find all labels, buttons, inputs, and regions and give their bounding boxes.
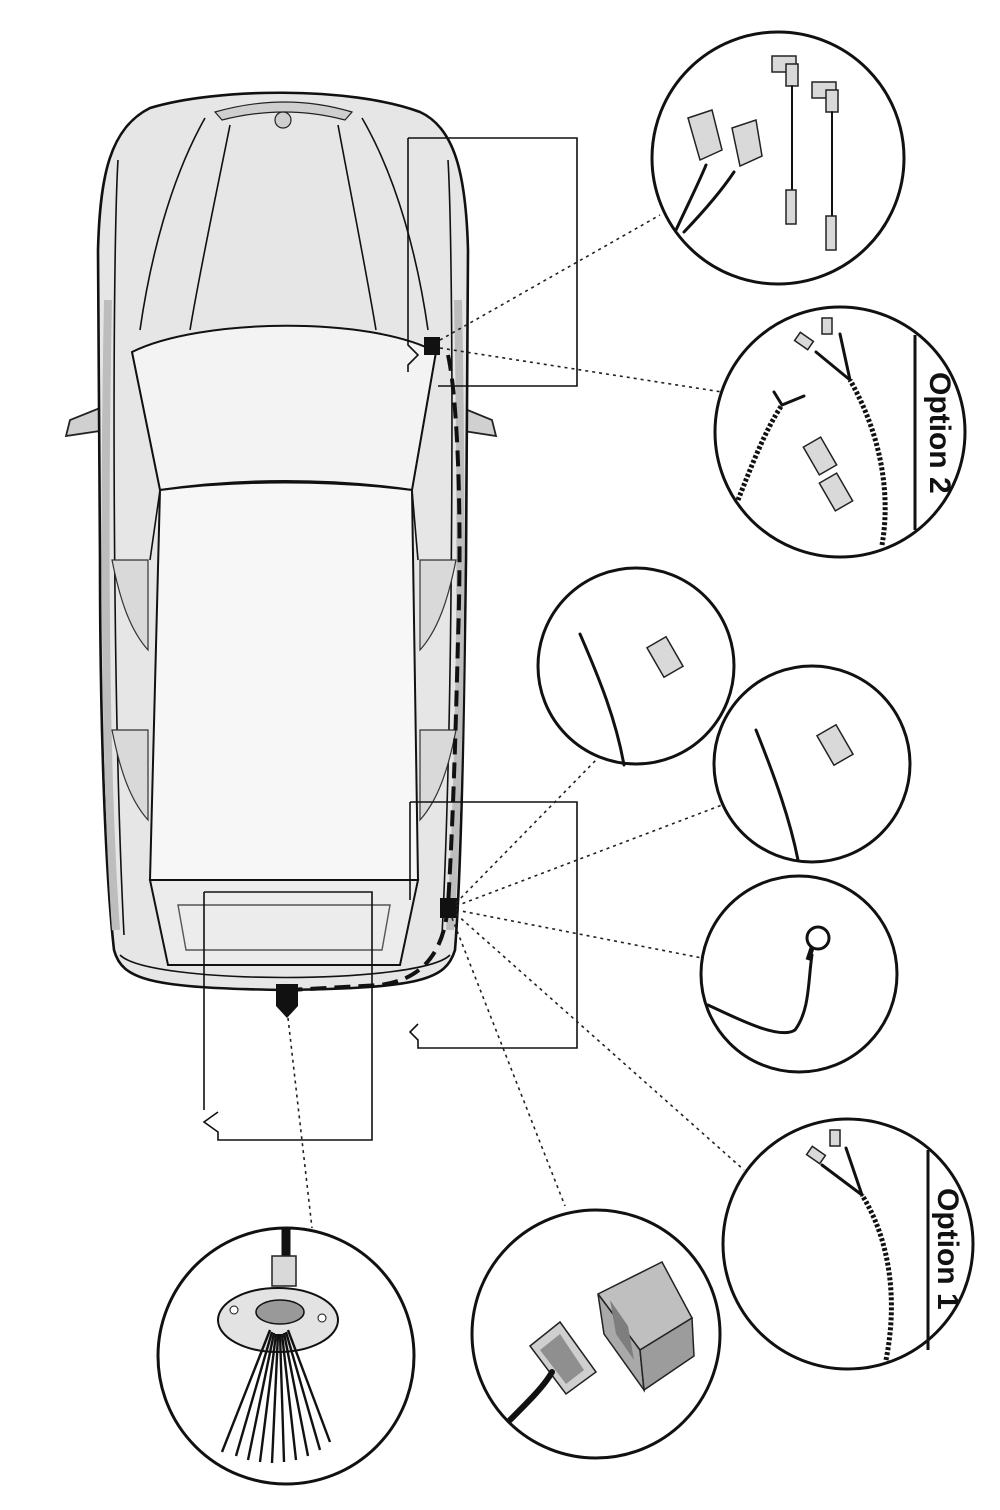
ring-terminal-icon — [706, 925, 831, 1035]
rear-module-point-icon — [440, 898, 458, 918]
scotchlock-connector-icon — [815, 723, 855, 767]
fuse-tap-connectors-icon — [674, 55, 839, 251]
rear-center-bracket — [202, 891, 373, 1141]
rear-side-bracket — [408, 801, 578, 1049]
detail-fuse-tap-connectors — [650, 30, 906, 286]
front-area-bracket — [407, 137, 578, 387]
tow-socket-plate-icon — [217, 1228, 339, 1464]
detail-tow-socket-plate — [156, 1226, 416, 1486]
socket-point-icon — [276, 984, 298, 1018]
scotchlock-connector-icon — [802, 436, 854, 512]
option-2-label: Option 2 — [923, 372, 956, 494]
control-module-icon — [507, 1261, 695, 1423]
detail-control-module — [470, 1208, 722, 1460]
detail-wire-scotchlock-2 — [712, 664, 912, 864]
scotchlock-connector-icon — [645, 635, 685, 679]
detail-option-2: Option 2 — [713, 305, 967, 559]
option-1-label: Option 1 — [931, 1188, 964, 1310]
leader-lines — [287, 214, 745, 1229]
harness-route — [276, 337, 462, 1018]
car-top-view-icon — [64, 91, 498, 992]
twisted-wire-pair-icon — [735, 317, 888, 546]
front-connection-point-icon — [424, 337, 440, 355]
detail-wire-scotchlock-1 — [536, 566, 736, 767]
twisted-wire-pair-icon — [805, 1129, 894, 1361]
detail-option-1: Option 1 — [721, 1117, 975, 1371]
detail-ring-terminal — [699, 874, 899, 1074]
